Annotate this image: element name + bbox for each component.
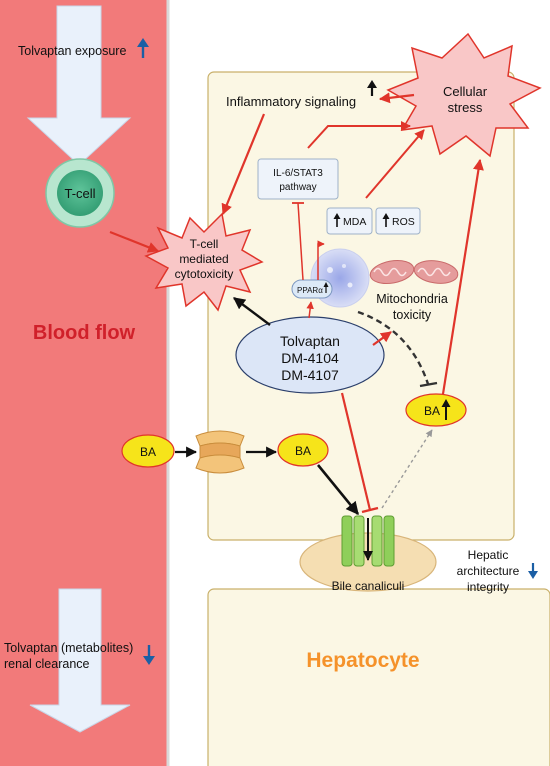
mito-line2: toxicity: [393, 308, 432, 322]
arrow-drug-to-cytotox: [233, 297, 271, 326]
arrow-inflam-to-cytotox: [221, 113, 266, 216]
tcell-tox-line3: cytotoxicity: [175, 267, 234, 281]
tcell-tox-line2: mediated: [179, 252, 228, 266]
arrow-drug-to-ppar: [306, 301, 314, 319]
mda-box: [326, 207, 373, 235]
arrow-tcell-to-cytotox: [109, 230, 160, 253]
tcell-cytotoxicity-burst: [144, 212, 264, 312]
exposure-arrow: [26, 5, 132, 166]
ppar-box: [291, 279, 333, 299]
ros-box: [375, 207, 421, 235]
channel-icon: [341, 515, 395, 567]
hepatocyte-label: Hepatocyte: [306, 649, 419, 672]
mito-line1: Mitochondria: [376, 292, 448, 306]
il6-line1: IL-6/STAT3: [273, 168, 323, 179]
ros-up-icon: [382, 213, 390, 227]
inflammatory-up-icon: [367, 80, 377, 96]
il6-stat3-box: [257, 158, 339, 200]
arrow-drug-to-mito: [372, 331, 392, 346]
inhibit-ppar-il6: [297, 202, 304, 281]
inflammatory-label: Inflammatory signaling: [226, 94, 356, 109]
blood-flow-label: Blood flow: [33, 322, 136, 344]
tcell-tox-line1: T-cell: [190, 237, 219, 251]
clearance-arrow: [29, 588, 131, 733]
ppar-label: PPARα: [297, 286, 323, 295]
ros-label: ROS: [392, 216, 415, 228]
hepatic-line1: Hepatic: [468, 548, 509, 562]
inhibit-drug-to-ba: [357, 310, 430, 385]
ba-rise-label: BA: [424, 404, 440, 418]
cellular-stress-line1: Cellular: [443, 84, 488, 99]
drug-ellipse: [235, 316, 385, 394]
cellular-stress-line2: stress: [448, 100, 483, 115]
ppar-up-icon: [323, 282, 329, 293]
hepatic-line2: architecture: [457, 564, 520, 578]
mda-label: MDA: [343, 216, 366, 228]
ba-cell-ellipse: [277, 433, 329, 467]
transporter-icon: [195, 430, 245, 474]
ba-up-icon: [441, 399, 451, 420]
exposure-label: Tolvaptan exposure: [18, 44, 126, 58]
drug-line2: DM-4104: [281, 350, 339, 366]
hepatic-down-icon: [528, 563, 538, 579]
mitochondria-icon: [369, 260, 459, 284]
hepatocyte-lower-cell: [207, 588, 550, 766]
ba-rise-ellipse: [405, 393, 467, 427]
arrow-stress-to-inflam: [378, 92, 415, 104]
inhibit-drug-to-canaliculi: [340, 392, 372, 511]
arrow-ppar-to-mda: [317, 240, 325, 280]
t-cell-label: T-cell: [64, 186, 95, 201]
arrow-ba-to-stress: [441, 158, 484, 395]
clearance-label-line2: renal clearance: [4, 657, 90, 671]
mda-up-icon: [333, 213, 341, 227]
inhibit-drug-to-canaliculi-bar: [361, 506, 379, 514]
canaliculi-label: Bile canaliculi: [332, 579, 405, 593]
il6-line2: pathway: [279, 182, 316, 193]
clearance-label-line1: Tolvaptan (metabolites): [4, 641, 133, 655]
ba-blood-label: BA: [140, 445, 156, 459]
arrow-il6-to-stress: [307, 121, 411, 149]
down-arrow-icon: [143, 645, 155, 665]
inhibit-drug-to-ba-bar: [419, 381, 438, 388]
arrow-ba-to-channel: [316, 464, 360, 516]
up-arrow-icon: [137, 38, 149, 58]
ba-blood-ellipse: [121, 434, 175, 468]
t-cell-icon: [45, 158, 115, 228]
cellular-stress-burst: [386, 32, 542, 158]
hepatic-line3: integrity: [467, 580, 509, 594]
drug-line3: DM-4107: [281, 367, 339, 383]
ba-cell-label: BA: [295, 444, 311, 458]
drug-line1: Tolvaptan: [280, 333, 340, 349]
arrow-ros-to-stress: [365, 129, 425, 199]
